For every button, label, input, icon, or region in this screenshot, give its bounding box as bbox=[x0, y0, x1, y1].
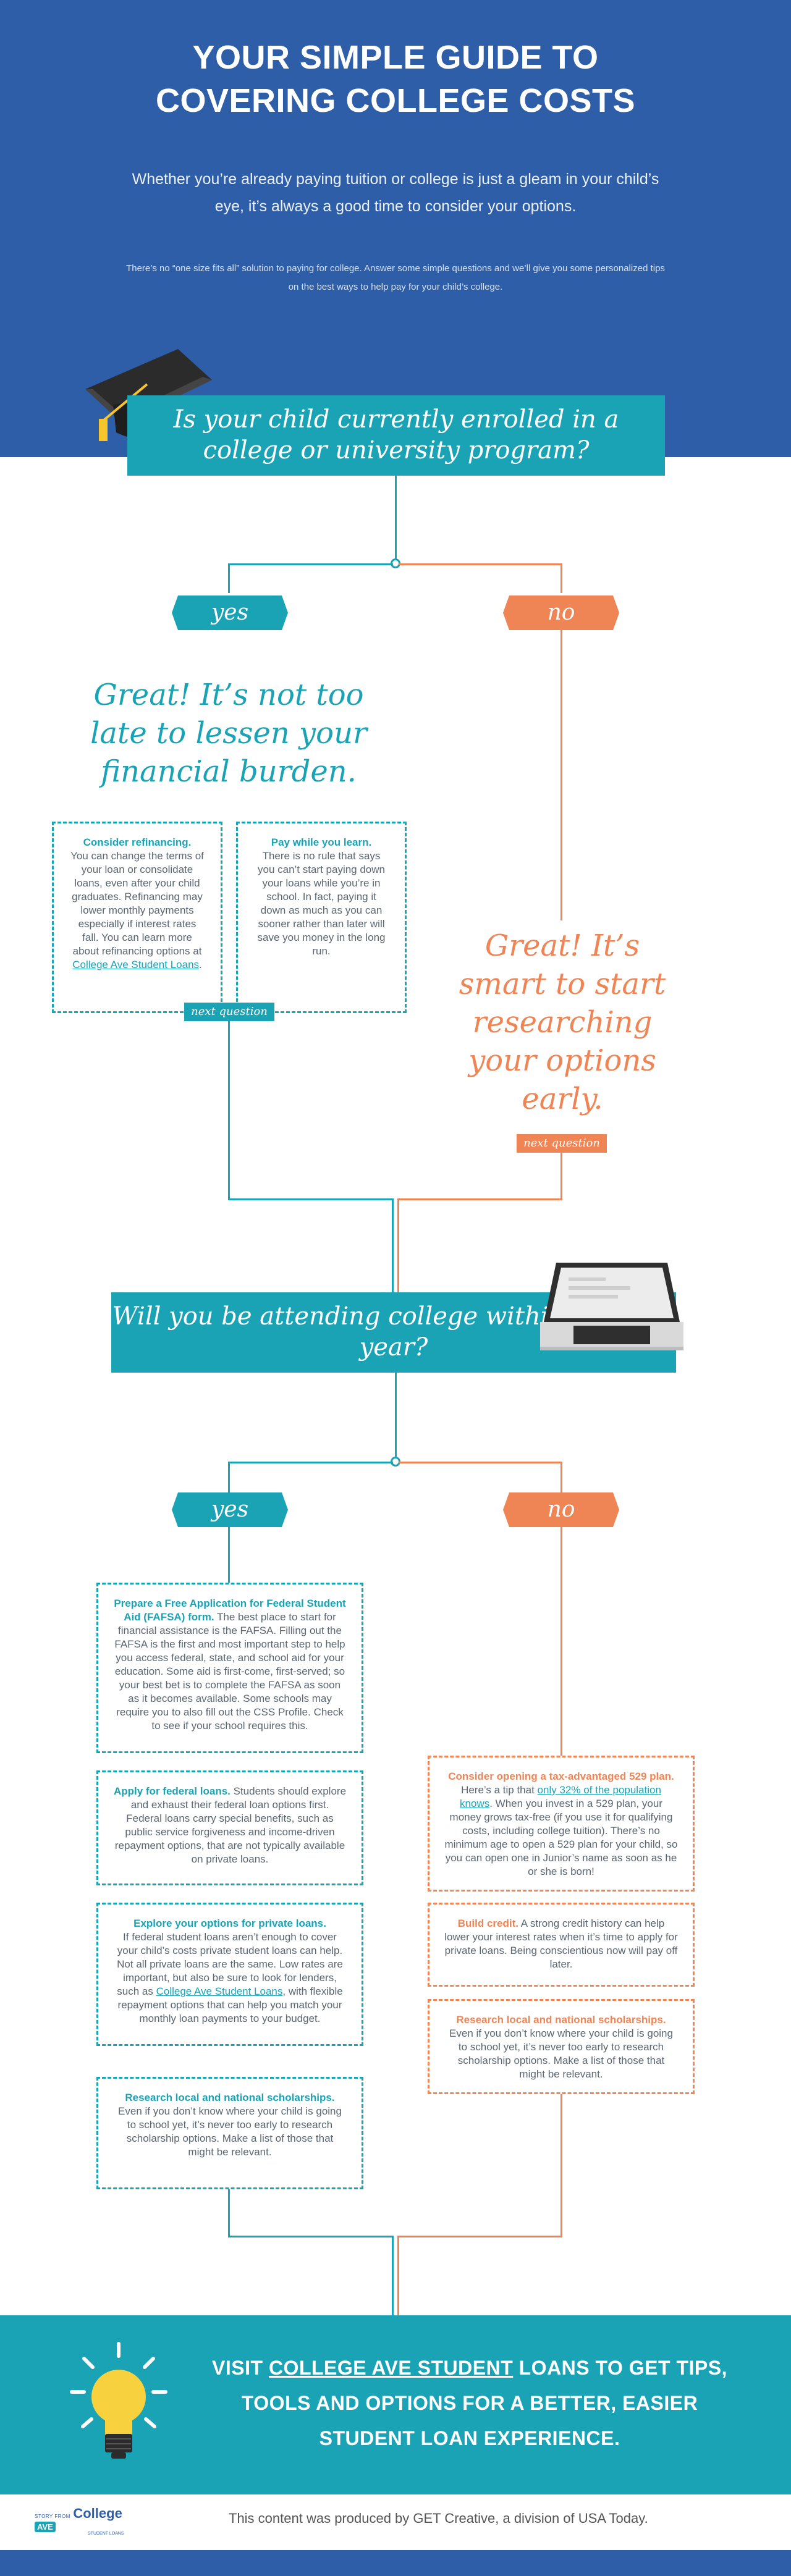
connector-line bbox=[399, 1198, 562, 1200]
no-headline: Great! It’s smart to start researching y… bbox=[459, 928, 666, 1116]
no-tag[interactable]: no bbox=[503, 1492, 619, 1527]
card-body: The best place to start for financial as… bbox=[114, 1611, 345, 1732]
yes-headline: Great! It’s not too late to lessen your … bbox=[90, 678, 367, 789]
connector-line bbox=[228, 1527, 230, 1583]
529-plan-card: Consider opening a tax-advantaged 529 pl… bbox=[428, 1756, 695, 1892]
connector-line bbox=[228, 563, 230, 593]
population-stat-link[interactable]: only 32% of the population knows bbox=[460, 1784, 661, 1809]
connector-line bbox=[395, 476, 397, 562]
card-title: Consider refinancing. bbox=[83, 836, 192, 848]
fafsa-card: Prepare a Free Application for Federal S… bbox=[96, 1583, 363, 1753]
card-title: Prepare a Free Application for Federal S… bbox=[114, 1597, 346, 1623]
college-ave-logo[interactable]: STORY FROM College AVE STUDENT LOANS bbox=[35, 2506, 124, 2536]
connector-line bbox=[560, 1527, 562, 1756]
scholarships-card: Research local and national scholarships… bbox=[96, 2077, 363, 2189]
college-ave-link[interactable]: College Ave Student Loans bbox=[156, 1985, 283, 1997]
title-line-2: COVERING COLLEGE COSTS bbox=[155, 82, 636, 119]
connector-line bbox=[399, 563, 562, 565]
next-question-button[interactable]: next question bbox=[184, 1003, 274, 1021]
connector-line bbox=[228, 1021, 230, 1200]
connector-line bbox=[395, 1373, 397, 1459]
lightbulb-icon bbox=[70, 2342, 167, 2459]
connector-line bbox=[392, 1198, 394, 1292]
card-title: Research local and national scholarships… bbox=[125, 2092, 335, 2103]
laptop-icon bbox=[540, 1263, 683, 1350]
credit-text: This content was produced by GET Creativ… bbox=[229, 2511, 648, 2526]
visit-cta: VISIT COLLEGE AVE STUDENT LOANS TO GET T… bbox=[212, 2357, 727, 2449]
intro-small-text: There’s no “one size fits all” solution … bbox=[126, 263, 665, 292]
card-body: A strong credit history can help lower y… bbox=[444, 1917, 678, 1970]
credit-strip bbox=[0, 2494, 791, 2550]
card-title: Build credit. bbox=[457, 1917, 518, 1929]
card-body: There is no rule that says you can’t sta… bbox=[257, 850, 386, 957]
connector-line bbox=[560, 1153, 562, 1200]
connector-line bbox=[399, 2236, 562, 2237]
college-ave-cta-link[interactable]: COLLEGE AVE STUDENT bbox=[268, 2357, 514, 2379]
connector-line bbox=[228, 1462, 230, 1492]
card-title: Explore your options for private loans. bbox=[133, 1917, 326, 1929]
card-title: Pay while you learn. bbox=[271, 836, 372, 848]
connector-line bbox=[560, 563, 562, 593]
card-body: Even if you don’t know where your child … bbox=[449, 2027, 673, 2080]
page-title: YOUR SIMPLE GUIDE TO COVERING COLLEGE CO… bbox=[87, 36, 704, 122]
private-loans-card: Explore your options for private loans. … bbox=[96, 1903, 363, 2046]
connector-line bbox=[228, 2189, 230, 2237]
question-1-box: Is your child currently enrolled in a co… bbox=[127, 395, 665, 476]
build-credit-card: Build credit. A strong credit history ca… bbox=[428, 1903, 695, 1987]
refinancing-card: Consider refinancing. You can change the… bbox=[52, 822, 222, 1013]
federal-loans-card: Apply for federal loans. Students should… bbox=[96, 1770, 363, 1885]
title-line-1: YOUR SIMPLE GUIDE TO bbox=[192, 39, 599, 76]
connector-line bbox=[229, 1462, 393, 1463]
card-body: Even if you don’t know where your child … bbox=[118, 2105, 342, 2158]
card-body: . When you invest in a 529 plan, your mo… bbox=[444, 1798, 678, 1877]
connector-line bbox=[399, 1462, 562, 1463]
connector-line bbox=[228, 1198, 394, 1200]
connector-line bbox=[560, 630, 562, 920]
scholarships-card-no: Research local and national scholarships… bbox=[428, 1999, 695, 2094]
connector-line bbox=[228, 2236, 394, 2237]
intro-text: Whether you’re already paying tuition or… bbox=[132, 170, 659, 215]
connector-line bbox=[229, 563, 393, 565]
card-title: Research local and national scholarships… bbox=[456, 2014, 666, 2026]
yes-tag[interactable]: yes bbox=[172, 596, 288, 630]
connector-line bbox=[392, 2236, 394, 2315]
next-question-button[interactable]: next question bbox=[517, 1134, 607, 1153]
bottom-bar bbox=[0, 2550, 791, 2576]
pay-while-learn-card: Pay while you learn. There is no rule th… bbox=[236, 822, 407, 1013]
no-tag[interactable]: no bbox=[503, 596, 619, 630]
college-ave-link[interactable]: College Ave Student Loans bbox=[72, 959, 200, 970]
connector-line bbox=[560, 2094, 562, 2237]
card-body: Students should explore and exhaust thei… bbox=[114, 1785, 347, 1865]
connector-line bbox=[397, 1198, 399, 1292]
connector-line bbox=[560, 1462, 562, 1492]
connector-line bbox=[397, 2236, 399, 2315]
yes-tag[interactable]: yes bbox=[172, 1492, 288, 1527]
card-body: If federal student loans aren’t enough t… bbox=[117, 1931, 343, 1997]
card-title: Apply for federal loans. bbox=[113, 1785, 231, 1797]
card-title: Consider opening a tax-advantaged 529 pl… bbox=[448, 1770, 674, 1782]
card-body: You can change the terms of your loan or… bbox=[70, 850, 204, 957]
